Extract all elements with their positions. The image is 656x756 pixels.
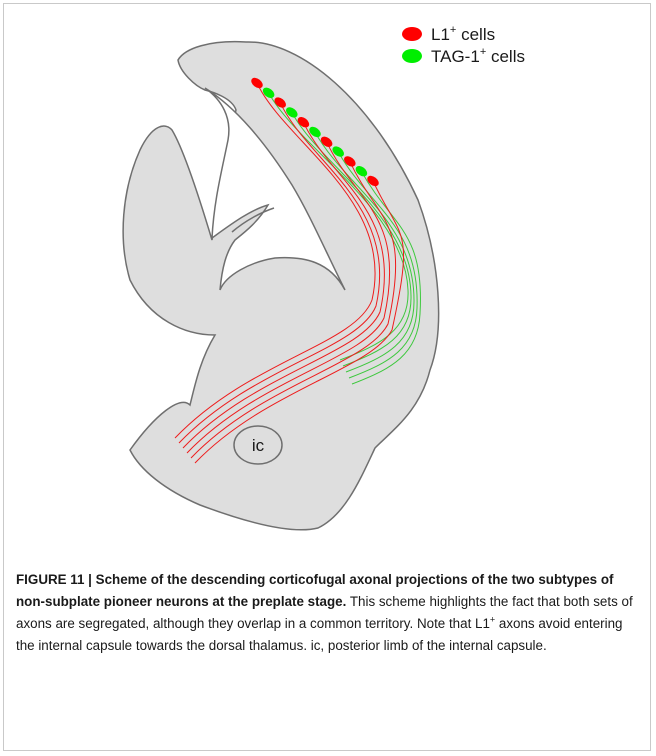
legend-tag1-label: TAG-1+ cells [431, 46, 525, 66]
legend-l1-label: L1+ cells [431, 24, 495, 44]
figure-caption: FIGURE 11 | Scheme of the descending cor… [16, 569, 638, 657]
hemisphere-outline [123, 42, 438, 530]
legend-tag1-swatch [402, 49, 422, 63]
diagram: ic L1+ cells TAG-1+ cells [0, 0, 656, 560]
legend: L1+ cells TAG-1+ cells [402, 24, 525, 66]
legend-l1-swatch [402, 27, 422, 41]
ic-label: ic [252, 436, 265, 455]
